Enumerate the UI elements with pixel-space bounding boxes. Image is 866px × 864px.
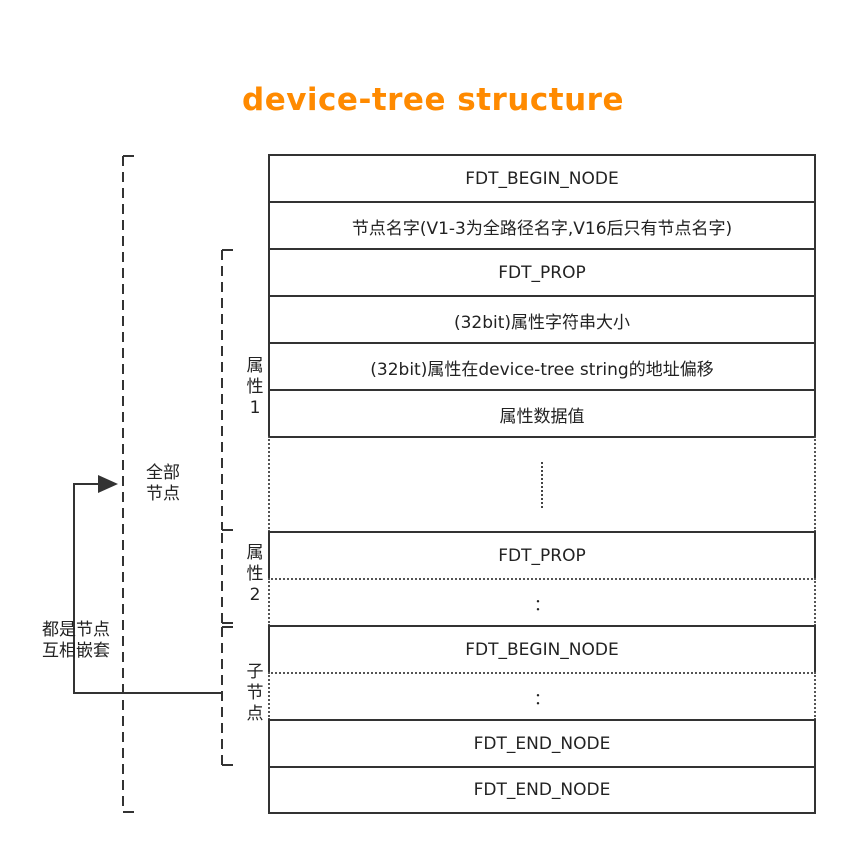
row-fdt-prop-1: FDT_PROP bbox=[268, 248, 816, 296]
row-ellipsis bbox=[268, 436, 816, 532]
row-prop-size: (32bit)属性字符串大小 bbox=[268, 295, 816, 343]
label-nesting: 都是节点 互相嵌套 bbox=[42, 620, 110, 661]
bracket-prop2 bbox=[221, 533, 233, 624]
label-child-node: 子 节 点 bbox=[244, 662, 266, 725]
vertical-ellipsis bbox=[541, 462, 543, 508]
row-child-more: ： bbox=[268, 672, 816, 720]
label-all-nodes: 全部 节点 bbox=[139, 463, 187, 505]
nesting-arrow bbox=[73, 483, 222, 694]
row-prop-offset: (32bit)属性在device-tree string的地址偏移 bbox=[268, 342, 816, 390]
row-child-end-node: FDT_END_NODE bbox=[268, 719, 816, 767]
diagram-title: device-tree structure bbox=[242, 82, 624, 118]
row-child-begin-node: FDT_BEGIN_NODE bbox=[268, 625, 816, 673]
row-prop2-more: ： bbox=[268, 578, 816, 626]
row-node-name: 节点名字(V1-3为全路径名字,V16后只有节点名字) bbox=[268, 201, 816, 249]
row-fdt-end-node: FDT_END_NODE bbox=[268, 766, 816, 814]
arrow-head bbox=[98, 475, 118, 493]
label-prop1: 属 性 1 bbox=[244, 356, 266, 419]
bracket-child-node bbox=[221, 626, 233, 766]
row-fdt-prop-2: FDT_PROP bbox=[268, 531, 816, 579]
bracket-all-nodes bbox=[122, 155, 134, 813]
bracket-prop1 bbox=[221, 249, 233, 531]
label-prop2: 属 性 2 bbox=[244, 543, 266, 606]
row-fdt-begin-node: FDT_BEGIN_NODE bbox=[268, 154, 816, 202]
row-prop-value: 属性数据值 bbox=[268, 389, 816, 437]
